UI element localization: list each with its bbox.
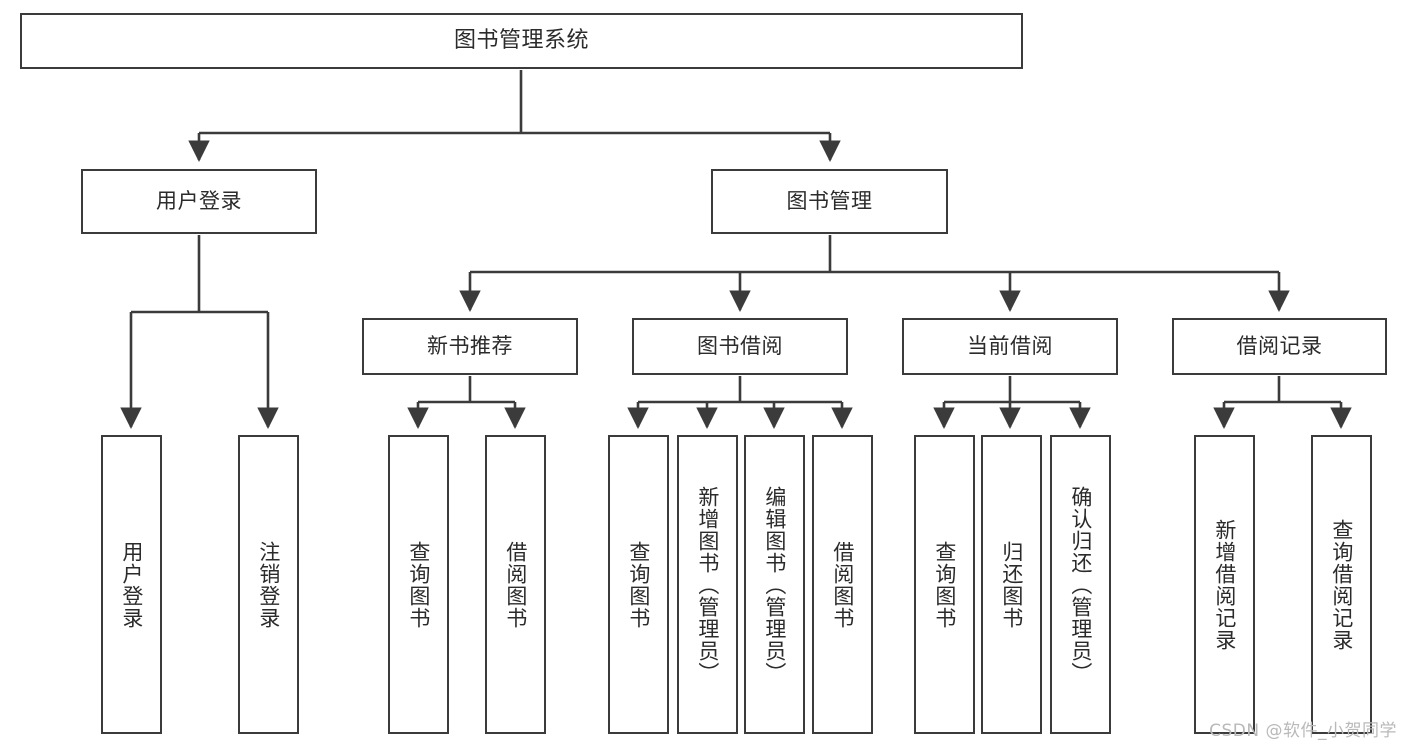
leaf-edit-book-label: 编辑图书（管理员） [762, 485, 787, 684]
leaf-borrow-book-recommend-label: 借阅图书 [503, 540, 528, 629]
node-new-book-recommend-label: 新书推荐 [427, 334, 513, 358]
leaf-borrow-book-label: 借阅图书 [830, 540, 855, 629]
leaf-add-borrow-record[interactable]: 新增借阅记录 [1194, 435, 1255, 734]
node-book-borrow[interactable]: 图书借阅 [632, 318, 848, 375]
leaf-return-book[interactable]: 归还图书 [981, 435, 1042, 734]
node-borrow-record[interactable]: 借阅记录 [1172, 318, 1387, 375]
node-current-borrow[interactable]: 当前借阅 [902, 318, 1118, 375]
node-book-manage[interactable]: 图书管理 [711, 169, 948, 234]
leaf-query-book-recommend-label: 查询图书 [406, 540, 431, 629]
node-borrow-record-label: 借阅记录 [1236, 334, 1323, 358]
leaf-logout-label: 注销登录 [256, 540, 281, 629]
leaf-user-login[interactable]: 用户登录 [101, 435, 162, 734]
node-new-book-recommend[interactable]: 新书推荐 [362, 318, 578, 375]
leaf-borrow-book-recommend[interactable]: 借阅图书 [485, 435, 546, 734]
leaf-query-book-borrow-label: 查询图书 [626, 540, 651, 629]
leaf-return-book-label: 归还图书 [999, 540, 1024, 629]
leaf-logout[interactable]: 注销登录 [238, 435, 299, 734]
csdn-watermark: CSDN @软件_小贺同学 [1209, 721, 1397, 741]
node-root-system[interactable]: 图书管理系统 [20, 13, 1023, 69]
leaf-add-book[interactable]: 新增图书（管理员） [677, 435, 738, 734]
leaf-add-borrow-record-label: 新增借阅记录 [1212, 518, 1237, 651]
node-user-login[interactable]: 用户登录 [81, 169, 317, 234]
leaf-query-book-borrow[interactable]: 查询图书 [608, 435, 669, 734]
leaf-query-book-recommend[interactable]: 查询图书 [388, 435, 449, 734]
leaf-user-login-label: 用户登录 [119, 540, 144, 629]
node-user-login-label: 用户登录 [156, 189, 242, 213]
leaf-confirm-return-label: 确认归还（管理员） [1068, 485, 1093, 684]
node-current-borrow-label: 当前借阅 [967, 334, 1053, 358]
leaf-confirm-return[interactable]: 确认归还（管理员） [1050, 435, 1111, 734]
leaf-add-book-label: 新增图书（管理员） [695, 485, 720, 684]
leaf-borrow-book[interactable]: 借阅图书 [812, 435, 873, 734]
node-root-system-label: 图书管理系统 [453, 28, 589, 53]
leaf-query-book-current[interactable]: 查询图书 [914, 435, 975, 734]
leaf-query-borrow-record[interactable]: 查询借阅记录 [1311, 435, 1372, 734]
leaf-query-borrow-record-label: 查询借阅记录 [1329, 518, 1354, 651]
leaf-edit-book[interactable]: 编辑图书（管理员） [744, 435, 805, 734]
node-book-borrow-label: 图书借阅 [697, 334, 783, 358]
leaf-query-book-current-label: 查询图书 [932, 540, 957, 629]
node-book-manage-label: 图书管理 [786, 189, 873, 213]
